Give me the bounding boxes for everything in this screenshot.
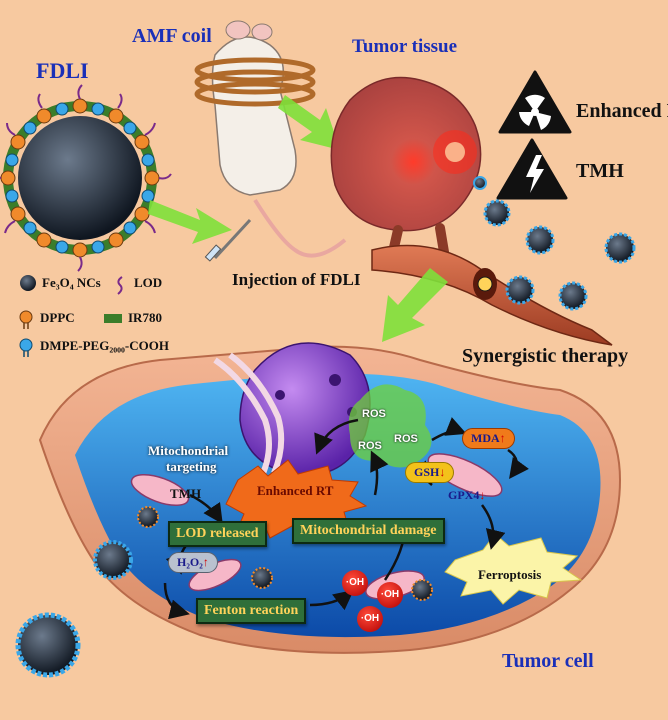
legend-fe3o4: Fe₃O₄ NCs [42,275,101,290]
lod-released-box: LOD released [168,521,267,547]
fdli-title: FDLI [36,58,89,83]
enhanced-rt-cell-label: Enhanced RT [257,483,334,498]
legend-ir780: IR780 [128,310,162,325]
legend-dppc: DPPC [40,310,75,325]
arrow-fdli-to-injection [148,200,232,244]
up-arrow-icon: ↑ [499,431,506,445]
mito-targeting-line1: Mitochondrial [148,443,229,458]
external-nanoparticles [15,540,133,678]
enhanced-rt-label: Enhanced RT [576,100,668,122]
intracellular-nanoparticles [137,506,433,601]
down-arrow-icon: ↓ [479,488,486,502]
arrow-to-tumor-cell [382,268,448,342]
h2o2-badge: H₂O₂↑ [168,552,218,573]
synergistic-therapy-label: Synergistic therapy [462,345,629,367]
arrow-mouse-to-tumor [278,95,340,150]
mitochondrial-damage-box: Mitochondrial damage [292,518,445,544]
ros-label-3: ROS [394,433,418,445]
tmh-cell-label: TMH [170,486,202,501]
circulating-nanoparticles [473,176,636,311]
tumor-tissue-label: Tumor tissue [352,36,458,57]
endoplasmic-reticulum [213,352,285,482]
ros-cloud [348,384,432,468]
tmh-label: TMH [576,160,624,182]
down-arrow-icon: ↓ [439,465,446,479]
up-arrow-icon: ↑ [202,555,209,569]
ferroptosis-burst [444,533,583,605]
legend-dmpe: DMPE-PEG₂₀₀₀-COOH [40,338,169,353]
injection-label: Injection of FDLI [232,270,361,289]
hydroxyl-radical-3: ·OH [357,606,383,632]
hydroxyl-radical-2: ·OH [377,582,403,608]
gsh-badge: GSH↓ [405,462,455,483]
fdli-nanoparticle [0,84,172,272]
tumor-cell-label: Tumor cell [502,650,594,672]
legend-lod: LOD [134,275,163,290]
legend-icons [19,275,123,357]
mda-badge: MDA↑ [462,428,515,449]
fenton-reaction-box: Fenton reaction [196,598,307,624]
hydroxyl-radical-1: ·OH [342,570,368,596]
tumor-tissue [330,76,482,270]
ros-label-2: ROS [358,440,382,452]
lightning-warning-icon [496,138,568,200]
nucleus [239,342,371,477]
ferroptosis-label: Ferroptosis [478,567,542,582]
mouse-in-amf-coil [194,20,347,262]
mito-targeting-line2: targeting [166,459,217,474]
ros-label-1: ROS [362,408,386,420]
gpx4-label: GPX4↓ [448,488,486,502]
radiation-warning-icon [498,70,572,134]
amf-coil-label: AMF coil [132,25,212,47]
